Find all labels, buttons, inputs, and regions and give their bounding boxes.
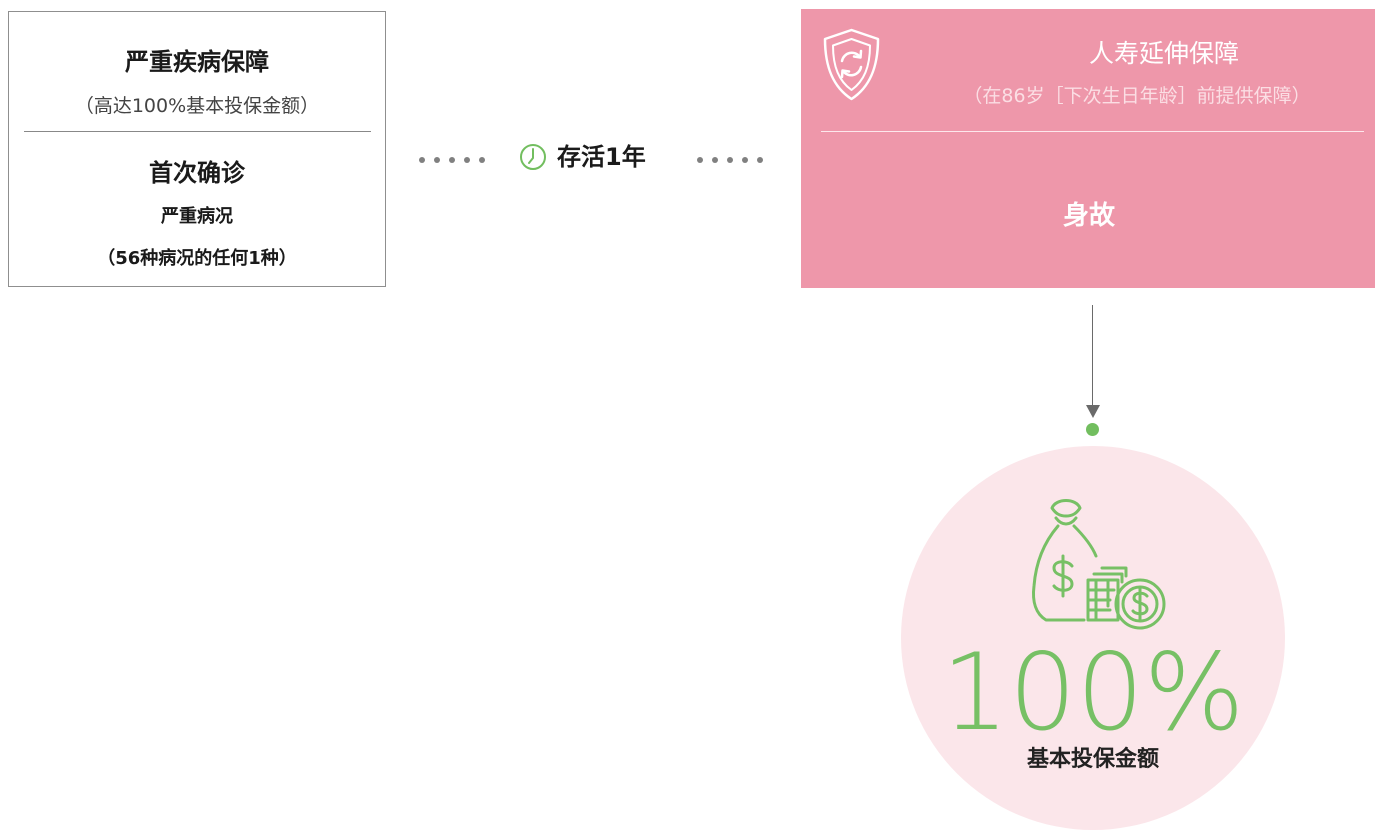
benefit-circle: 100% 基本投保金额	[901, 446, 1285, 830]
down-arrow-line	[1092, 305, 1093, 409]
survival-period-label: 存活1年	[557, 143, 646, 171]
benefit-label: 基本投保金额	[1026, 747, 1159, 772]
benefit-percentage: 100%	[941, 631, 1245, 754]
critical-illness-condition: 严重病况	[161, 206, 233, 227]
life-extension-event: 身故	[1062, 201, 1115, 231]
shield-refresh-icon	[823, 28, 880, 101]
arrow-end-dot	[1086, 423, 1099, 436]
critical-illness-condition-count: （56种病况的任何1种）	[97, 248, 297, 269]
critical-illness-divider	[24, 131, 371, 132]
critical-illness-title: 严重疾病保障	[125, 48, 269, 76]
connector-dots-right	[697, 157, 763, 163]
critical-illness-box: 严重疾病保障 （高达100%基本投保金额） 首次确诊 严重病况 （56种病况的任…	[8, 11, 386, 287]
clock-icon	[520, 144, 546, 170]
critical-illness-subtitle: （高达100%基本投保金额）	[74, 95, 320, 117]
life-extension-subtitle: （在86岁［下次生日年龄］前提供保障）	[963, 85, 1311, 107]
critical-illness-event: 首次确诊	[149, 159, 245, 187]
down-arrow-head	[1086, 405, 1100, 418]
life-extension-divider	[821, 131, 1364, 132]
life-extension-box: 人寿延伸保障 （在86岁［下次生日年龄］前提供保障） 身故	[801, 9, 1375, 288]
life-extension-title: 人寿延伸保障	[1088, 39, 1239, 68]
money-bag-coins-icon	[1032, 499, 1166, 630]
connector-dots-left	[419, 157, 485, 163]
